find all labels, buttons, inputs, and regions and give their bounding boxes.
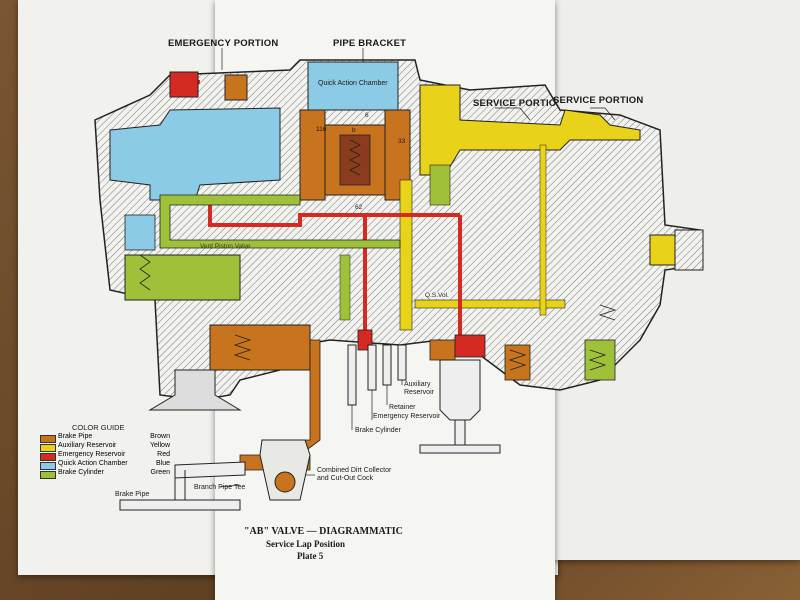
guide-color-name: Brown	[150, 433, 170, 440]
leader-lines	[219, 48, 616, 488]
guide-color-name: Blue	[155, 460, 170, 467]
brake-cylinder-label: Brake Cylinder	[355, 427, 401, 434]
pipe-bracket-label: PIPE BRACKET	[333, 38, 407, 49]
vent-valve-exhaust	[148, 369, 242, 411]
qs-vol-label: Q.S.Vol.	[423, 292, 451, 299]
quick-action-chamber-area	[109, 61, 399, 251]
retainer-label: Retainer	[389, 404, 416, 411]
guide-name: Emergency Reservoir	[58, 451, 126, 458]
pipe-connections	[347, 344, 501, 454]
port-6-label: 6	[365, 112, 369, 119]
port-b-label: b	[352, 127, 356, 134]
quick-action-chamber-swatch	[40, 462, 56, 470]
port-62-label: 62	[355, 204, 363, 211]
guide-name: Auxiliary Reservoir	[58, 442, 117, 449]
branch-pipe-tee-label: Branch Pipe Tee	[194, 484, 246, 491]
guide-row-brake-pipe: Brake Pipe Brown	[40, 433, 170, 443]
dirt-collector-label: Combined Dirt Collector and Cut-Out Cock	[317, 467, 392, 482]
guide-row-brake-cylinder: Brake Cylinder Green	[40, 469, 170, 479]
aux-reservoir-swatch	[40, 444, 56, 452]
guide-color-name: Yellow	[150, 442, 170, 449]
guide-name: Brake Cylinder	[58, 469, 104, 476]
auxiliary-reservoir-passages	[399, 84, 641, 331]
auxiliary-reservoir-label: Auxiliary Reservoir	[404, 381, 434, 396]
diagram-caption-subtitle: Service Lap Position	[266, 539, 345, 549]
color-guide-title: COLOR GUIDE	[72, 423, 125, 432]
service-portion-label-1: SERVICE PORTIO	[473, 98, 557, 109]
pistons-springs	[139, 139, 617, 371]
brake-cylinder-swatch	[40, 471, 56, 479]
brake-pipe-label: Brake Pipe	[115, 491, 150, 498]
quick-action-chamber-label: Quick Action Chamber	[318, 80, 388, 87]
port-33-label: 33	[398, 138, 406, 145]
emergency-reservoir-passages	[175, 80, 462, 340]
emergency-portion-label: EMERGENCY PORTION	[168, 38, 279, 49]
brake-cylinder-passages	[124, 164, 616, 381]
dirt-collector-body	[119, 439, 311, 511]
diagram-caption-plate: Plate 5	[297, 551, 324, 561]
brake-pipe-swatch	[40, 435, 56, 443]
port-116-label: 116	[316, 126, 327, 133]
emergency-reservoir-label: Emergency Reservoir	[373, 413, 441, 420]
guide-color-name: Green	[150, 469, 170, 476]
diagram-caption-title: "AB" VALVE — DIAGRAMMATIC	[244, 526, 403, 537]
vent-piston-valve-label: Vent Piston Valve	[200, 243, 251, 250]
emergency-reservoir-swatch	[40, 453, 56, 461]
guide-color-name: Red	[157, 451, 170, 458]
guide-row-aux-reservoir: Auxiliary Reservoir Yellow	[40, 442, 170, 452]
guide-name: Quick Action Chamber	[58, 460, 128, 467]
guide-row-quick-action-chamber: Quick Action Chamber Blue	[40, 460, 170, 470]
guide-name: Brake Pipe	[58, 433, 93, 440]
guide-row-emergency-reservoir: Emergency Reservoir Red	[40, 451, 170, 461]
service-portion-label-2: SERVICE PORTION	[553, 95, 644, 106]
